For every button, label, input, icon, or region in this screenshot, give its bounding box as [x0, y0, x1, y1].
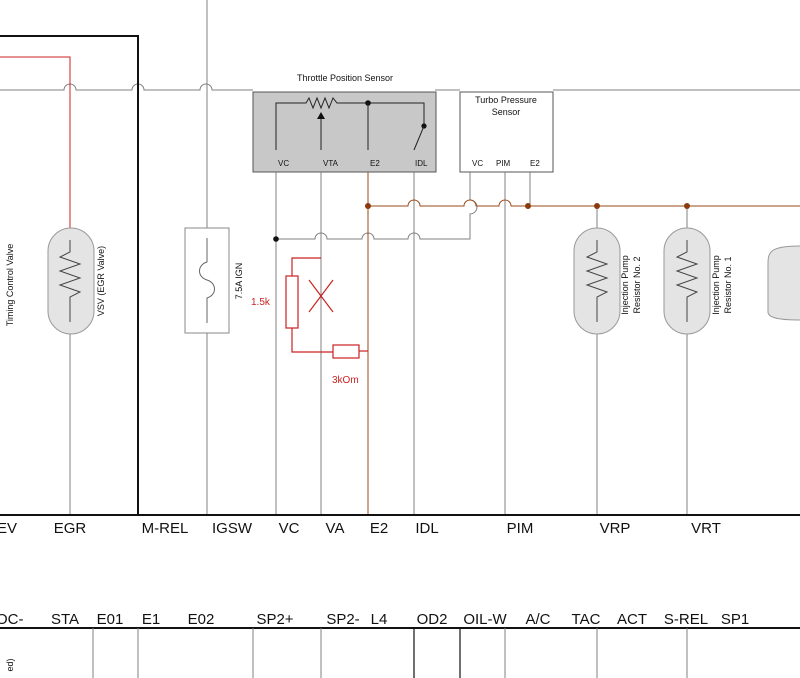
ecu-pin-labels-row2: OC- STA E01 E1 E02 SP2+ SP2- L4 OD2 OIL-… [0, 611, 749, 628]
e2-junction-dots [365, 203, 690, 209]
inj-resistor-1-line2: Resistor No. 1 [723, 256, 733, 313]
tps-pin-vta: VTA [323, 159, 339, 168]
vc-junction-dot [273, 236, 279, 242]
red-modification [285, 257, 368, 359]
pin-ac: A/C [525, 611, 550, 628]
pin-oc: OC- [0, 611, 24, 628]
idl-switch [413, 125, 425, 151]
turbo-title-line2: Sensor [492, 107, 521, 117]
pin-e02: E02 [188, 611, 215, 628]
pin-s-rel: S-REL [664, 611, 708, 628]
fuse-element-icon [199, 238, 215, 323]
top-bus-wire [0, 83, 800, 91]
injection-pump-resistor-1: Injection Pump Resistor No. 1 [663, 227, 733, 335]
resistor-1-5k-label: 1.5k [251, 297, 271, 308]
resistor-3k [332, 344, 360, 359]
injection-pump-resistor-2: Injection Pump Resistor No. 2 [573, 227, 642, 335]
tps-title: Throttle Position Sensor [297, 73, 393, 83]
resistor-3k-label: 3kOm [332, 375, 359, 386]
e2-wire [367, 172, 800, 515]
coil-zigzag-icon [585, 240, 609, 322]
turbo-title-line1: Turbo Pressure [475, 95, 537, 105]
row2-stub-wires [92, 628, 688, 678]
m-rel-wire [0, 35, 139, 515]
pin-pim: PIM [507, 520, 534, 537]
pin-vrp: VRP [600, 520, 631, 537]
coil-zigzag-icon [675, 240, 699, 322]
ecu-pin-labels-row1: EV EGR M-REL IGSW VC VA E2 IDL PIM VRP V… [0, 520, 721, 537]
pin-vrt: VRT [691, 520, 721, 537]
pin-e2: E2 [370, 520, 388, 537]
inj-resistor-1-line1: Injection Pump [711, 255, 721, 315]
pin-sp1: SP1 [721, 611, 749, 628]
pin-sp2-minus: SP2- [326, 611, 359, 628]
ecu-signal-wires [69, 172, 688, 515]
resistor-1-5k [285, 275, 299, 329]
pin-e1: E1 [142, 611, 160, 628]
pin-igsw: IGSW [212, 520, 253, 537]
fuse-label: 7.5A IGN [234, 263, 244, 300]
inj-resistor-2-line2: Resistor No. 2 [632, 256, 642, 313]
pin-idl: IDL [415, 520, 438, 537]
fuse-7-5a-ign: 7.5A IGN [184, 227, 244, 334]
corner-partial-text: ed) [5, 658, 15, 671]
turbo-pin-pim: PIM [496, 159, 511, 168]
pin-l4: L4 [371, 611, 388, 628]
vsv-label: VSV (EGR Valve) [96, 246, 106, 316]
pin-act: ACT [617, 611, 647, 628]
pin-egr: EGR [54, 520, 87, 537]
egr-feed-wire [0, 56, 71, 232]
pin-ev: EV [0, 520, 17, 537]
pin-m-rel: M-REL [142, 520, 189, 537]
pin-va: VA [326, 520, 345, 537]
timing-control-valve-label: Timing Control Valve [5, 244, 15, 327]
tps-resistor-zigzag [275, 96, 425, 150]
pin-sta: STA [51, 611, 79, 628]
pin-tac: TAC [572, 611, 601, 628]
partial-component-right-edge [767, 245, 800, 321]
pin-sp2-plus: SP2+ [256, 611, 293, 628]
tps-pin-idl: IDL [415, 159, 428, 168]
turbo-pressure-sensor: Turbo Pressure Sensor VC PIM E2 [459, 91, 554, 173]
tps-pin-vc: VC [278, 159, 289, 168]
pin-e01: E01 [97, 611, 124, 628]
pin-oil-w: OIL-W [463, 611, 507, 628]
coil-zigzag-icon [58, 240, 82, 322]
turbo-pin-e2: E2 [530, 159, 540, 168]
pin-vc: VC [279, 520, 300, 537]
throttle-position-sensor: Throttle Position Sensor VC VTA E2 IDL [252, 73, 437, 173]
turbo-pin-vc: VC [472, 159, 483, 168]
wiper-arrow-icon [317, 112, 325, 119]
vsv-egr-valve: VSV (EGR Valve) [47, 227, 106, 335]
inj-resistor-2-line1: Injection Pump [620, 255, 630, 315]
pin-od2: OD2 [417, 611, 448, 628]
tps-pin-e2: E2 [370, 159, 380, 168]
